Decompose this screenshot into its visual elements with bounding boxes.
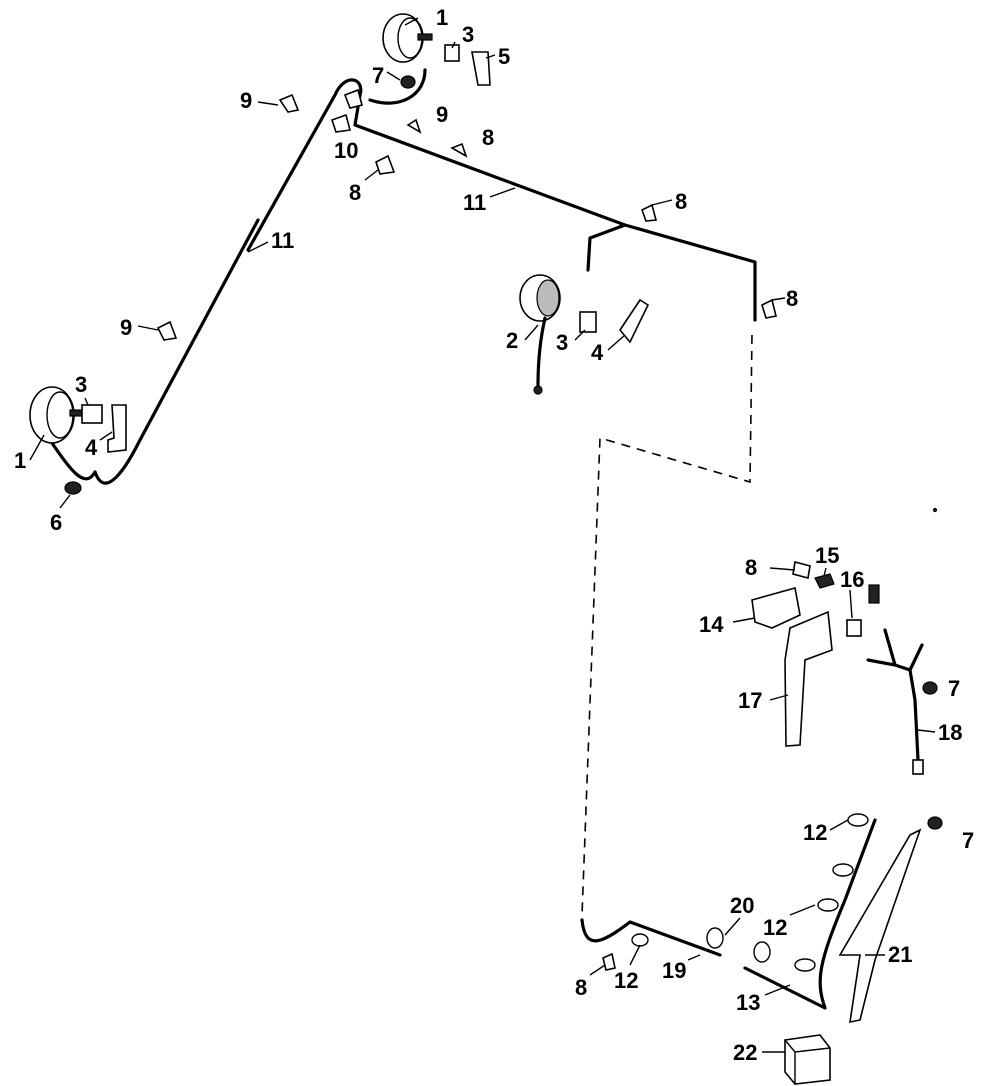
clip-9-mid [406,118,422,134]
callout-3-top: 3 [462,22,474,47]
callout-7-top: 7 [372,63,384,88]
clip-15 [814,573,835,589]
routing-dashed-line [581,334,753,916]
clamp-12-a [631,933,649,947]
callout-8-lower: 8 [745,555,757,580]
callout-6: 6 [50,510,62,535]
callout-11-harness: 11 [463,190,486,215]
callout-3-rear: 3 [556,330,568,355]
callout-14: 14 [699,612,724,637]
grommet-7-top [400,75,416,89]
clip-8-a [450,142,468,158]
clamp-12-e [794,958,816,972]
callout-20: 20 [730,893,754,918]
callout-numbers: 1 1 2 3 3 3 4 4 5 6 7 7 7 8 8 8 8 8 8 9 … [14,5,974,1065]
bracket-4-rear [619,298,650,344]
callout-16: 16 [840,567,864,592]
callout-13: 13 [736,990,760,1015]
bracket-5 [471,51,491,86]
clip-9-top [278,93,300,113]
bracket-17 [784,610,833,747]
clamp-20-b [753,941,771,963]
callout-7-mid: 7 [948,676,960,701]
callout-4-left: 4 [85,435,98,460]
clamp-12-d [817,898,839,912]
callout-12-top: 12 [803,820,827,845]
clip-8-c [641,203,658,222]
grommet-7-mid [922,681,938,695]
callout-8-left: 8 [349,180,361,205]
clip-10-a [343,88,363,109]
grommet-7-right [927,816,943,830]
front-lamp-wire [368,68,427,105]
clip-10-b [330,113,352,133]
clamp-12-c [832,863,854,877]
callout-5: 5 [498,44,510,69]
switch-16 [846,584,880,637]
callout-17: 17 [738,688,762,713]
harness-branch-to-rear-lamp [586,223,627,272]
callout-1-top: 1 [436,5,448,30]
clamp-12-b [847,813,869,827]
bracket-3-top [444,44,460,62]
bracket-14 [751,586,801,629]
harness-13 [580,818,877,1010]
callout-8-bottom: 8 [575,975,587,1000]
callout-2: 2 [506,328,518,353]
speck [932,507,938,513]
bracket-3-left [81,404,103,424]
callout-11-left: 11 [271,228,294,253]
harness-18 [866,628,924,762]
clamp-20-a [706,927,724,949]
callout-3-left: 3 [75,372,87,397]
callout-8-harness: 8 [675,189,687,214]
clip-9-left [156,320,178,341]
callout-15: 15 [815,543,839,568]
callout-9-top: 9 [240,88,252,113]
callout-12-bottom: 12 [614,968,638,993]
callout-12-mid: 12 [763,915,787,940]
grommet-6 [64,481,82,495]
lamp-top [382,13,433,63]
clip-8-b [375,154,396,175]
callout-21: 21 [888,942,912,967]
callout-8-right: 8 [786,286,798,311]
callout-9-mid: 9 [436,102,448,127]
callout-9-left: 9 [120,315,132,340]
harness-18-plug [912,759,924,775]
lamp-left [29,386,85,444]
clip-8-lower-right [792,561,811,579]
bracket-4-left [107,404,127,453]
left-lamp-pigtail [48,438,97,481]
bracket-3-rear [579,311,597,333]
callout-22: 22 [733,1040,757,1065]
main-harness-wire [93,78,757,485]
callout-8-mid: 8 [482,125,494,150]
callout-19: 19 [662,958,686,983]
callout-1-left: 1 [14,448,26,473]
callout-7-right: 7 [962,828,974,853]
box-22 [784,1034,831,1085]
lamp-rear [519,274,561,395]
clip-8-d [761,298,777,319]
tube-21 [838,828,922,1024]
callout-4-rear: 4 [591,340,604,365]
callout-18: 18 [938,720,962,745]
leader-lines [29,17,936,1053]
callout-10: 10 [334,138,358,163]
clip-8-bottom [602,952,616,971]
